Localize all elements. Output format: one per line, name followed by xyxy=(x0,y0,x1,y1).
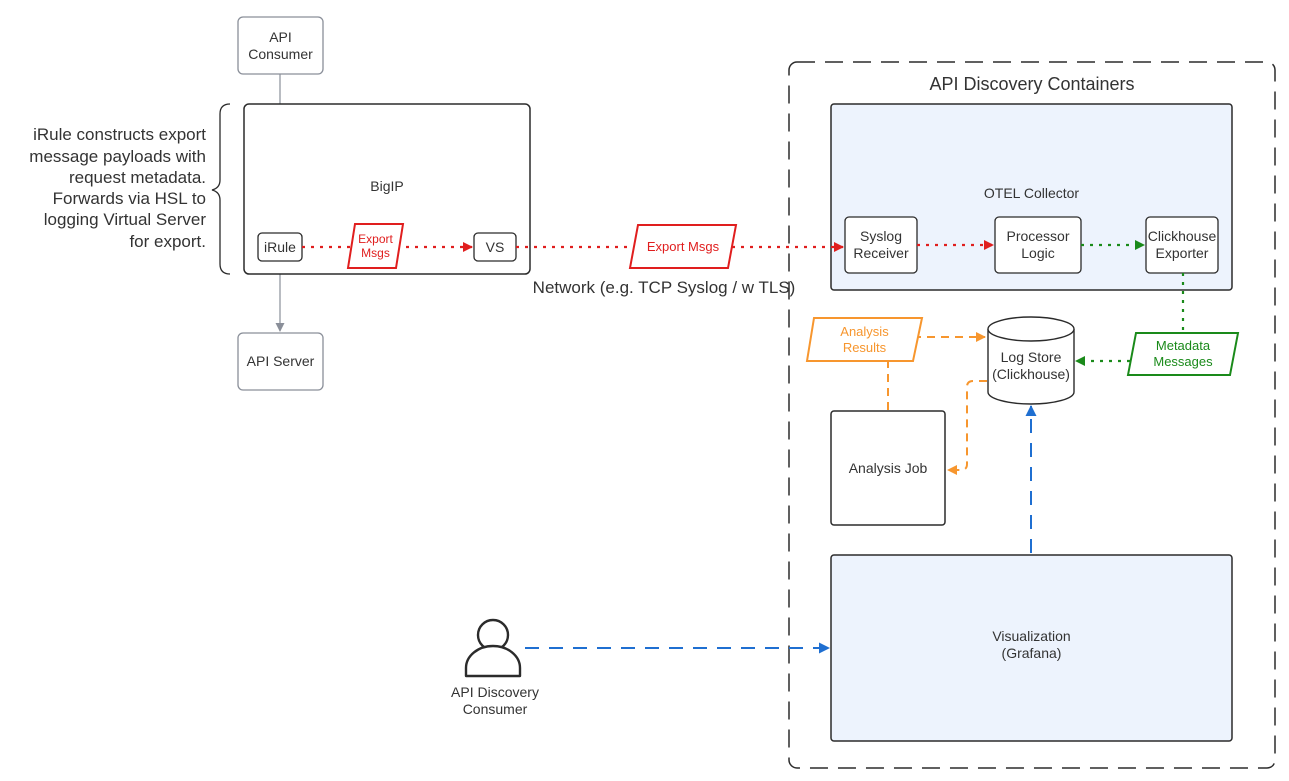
vs-label: VS xyxy=(485,238,505,255)
irule-label: iRule xyxy=(264,238,296,255)
export-msgs-shape xyxy=(628,224,738,269)
syslog-receiver-label: Syslog Receiver xyxy=(853,228,909,261)
bigip-box xyxy=(243,103,531,275)
export-msgs-label: Export Msgs xyxy=(646,238,720,254)
network-label: Network (e.g. TCP Syslog / w TLS) xyxy=(532,277,796,297)
annotation-brace xyxy=(211,103,231,275)
otel-collector-label: OTEL Collector xyxy=(983,184,1080,201)
metadata-messages-shape xyxy=(1126,332,1240,376)
clickhouse-exporter-label: Clickhouse Exporter xyxy=(1147,228,1217,261)
api-consumer-box xyxy=(237,16,324,75)
analysis-results-label: Analysis Results xyxy=(840,323,889,355)
visualization-box xyxy=(830,554,1233,742)
bigip-label: BigIP xyxy=(370,177,404,194)
api-discovery-container xyxy=(788,61,1276,769)
person-icon xyxy=(464,618,522,678)
annotation-text: iRule constructs export message payloads… xyxy=(29,125,206,251)
analysis-job-box xyxy=(830,410,946,526)
container-title: API Discovery Containers xyxy=(929,74,1135,95)
visualization-label: Visualization (Grafana) xyxy=(992,628,1071,661)
export-msgs-inner-shape xyxy=(346,223,405,269)
analysis-job-label: Analysis Job xyxy=(848,459,928,476)
api-server-box xyxy=(237,332,324,391)
log-store-cylinder xyxy=(987,316,1075,405)
logstore-to-job-line xyxy=(947,380,987,475)
otel-collector-box xyxy=(830,103,1233,291)
analysis-results-shape xyxy=(805,317,924,362)
metadata-messages-label: Metadata Messages xyxy=(1153,338,1213,369)
export-msgs-inner-label: Export Msgs xyxy=(358,231,393,260)
api-discovery-consumer-label: API Discovery Consumer xyxy=(451,684,539,717)
api-server-label: API Server xyxy=(246,353,315,370)
log-store-label: Log Store (Clickhouse) xyxy=(992,349,1070,382)
api-consumer-label: API Consumer xyxy=(248,28,313,62)
processor-logic-label: Processor Logic xyxy=(1006,228,1070,261)
